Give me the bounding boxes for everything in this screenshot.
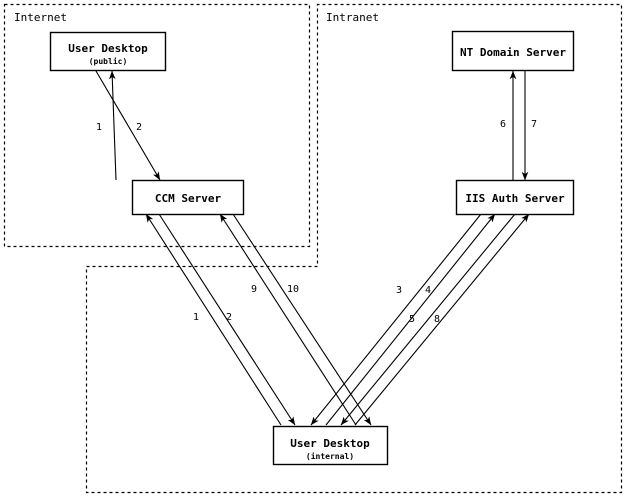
zone-intranet-label: Intranet (326, 11, 379, 24)
flow-label-8: 8 (434, 314, 440, 325)
node-user-desktop-internal-title: User Desktop (290, 437, 370, 450)
node-user-desktop-public-subtitle: (public) (89, 56, 128, 66)
flow-label-1-internal: 1 (193, 312, 199, 323)
node-ccm-server[interactable]: CCM Server (131, 179, 245, 216)
edge-iis-internal-desktop-34 (310, 213, 496, 426)
zone-internet-boundary (3, 3, 311, 248)
zone-internet-label: Internet (14, 11, 67, 24)
node-user-desktop-internal-subtitle: (internal) (306, 451, 354, 461)
node-nt-domain-server-title: NT Domain Server (460, 46, 566, 59)
node-iis-auth-server-title: IIS Auth Server (465, 192, 565, 205)
node-ccm-server-title: CCM Server (155, 192, 222, 205)
zone-intranet-boundary (85, 3, 623, 494)
node-user-desktop-public-title: User Desktop (68, 42, 148, 55)
flow-label-10: 10 (287, 284, 299, 295)
edge-iis-internal-desktop-58 (340, 213, 530, 426)
flow-label-3: 3 (396, 285, 402, 296)
flow-label-2-internal: 2 (226, 312, 232, 323)
flow-label-6: 6 (500, 119, 506, 130)
node-nt-domain-server[interactable]: NT Domain Server (451, 30, 575, 72)
node-user-desktop-public[interactable]: User Desktop (public) (49, 31, 167, 72)
flow-label-7: 7 (531, 119, 537, 130)
edge-public-desktop-ccm (95, 70, 161, 181)
flow-label-4: 4 (425, 285, 431, 296)
node-iis-auth-server[interactable]: IIS Auth Server (455, 179, 575, 216)
edge-ccm-internal-desktop-910 (219, 213, 372, 426)
flow-label-5: 5 (409, 314, 415, 325)
node-user-desktop-internal[interactable]: User Desktop (internal) (272, 425, 389, 466)
flow-label-2-public: 2 (136, 122, 142, 133)
edge-iis-nt-domain (509, 70, 529, 181)
flow-label-1-public: 1 (96, 122, 102, 133)
edge-ccm-internal-desktop-12 (145, 213, 296, 426)
flow-label-9: 9 (251, 284, 257, 295)
